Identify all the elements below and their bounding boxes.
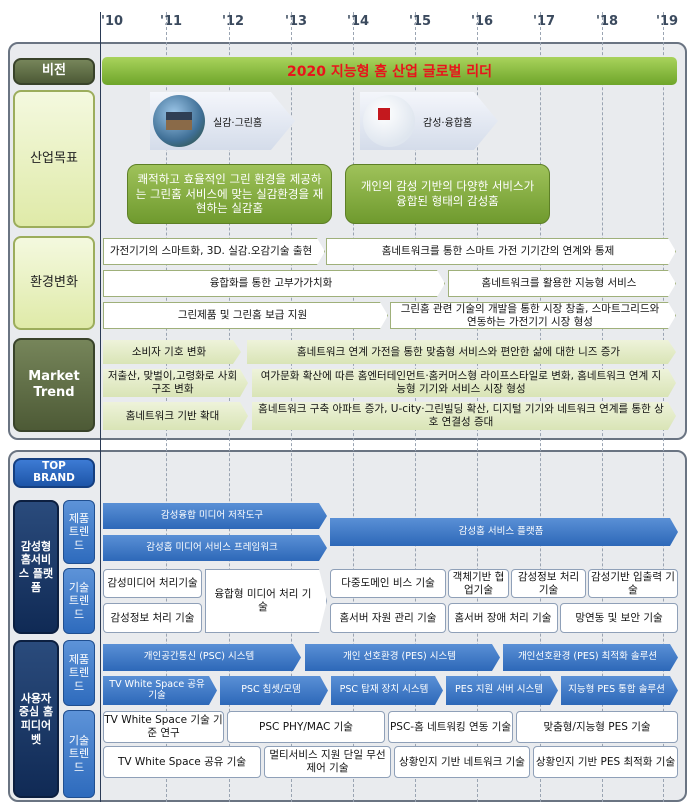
emotion-tech-item: 객체기반 협업기술: [448, 569, 509, 598]
market-trend-item: 여가문화 확산에 따른 홈엔터테인먼트·홈커머스형 라이프스타일로 변화, 홈네…: [252, 369, 676, 397]
emotion-tech-item: 감성정보 처리 기술: [103, 603, 202, 633]
user-platform-label: 사용자 중심 홈피디어벳: [13, 640, 59, 798]
year-label: '18: [596, 14, 619, 29]
user-tech-item: TV White Space 기술 기준 연구: [103, 711, 224, 743]
top-brand-line: TOP: [42, 460, 66, 473]
user-product-item: PES 지원 서버 시스템: [446, 676, 558, 705]
emotion-tech-item: 홈서버 자원 관리 기술: [330, 603, 446, 633]
user-tech-item: 맞춤형/지능형 PES 기술: [516, 711, 678, 743]
greenhome-arrow-label: 실감·그린홈: [213, 117, 263, 129]
market-trend-item: 홈네트워크 연계 가전을 통한 맞춤형 서비스와 편안한 삶에 대한 니즈 증가: [247, 340, 676, 364]
user-product-item: 개인선호환경 (PES) 최적화 솔루션: [503, 644, 678, 671]
user-tech-item: 멀티서비스 지원 단일 무선 제어 기술: [264, 746, 391, 778]
emotion-tech-item: 다중도메인 비스 기술: [330, 569, 446, 598]
user-tech-item: PSC-홈 네트워킹 연동 기술: [388, 711, 513, 743]
emotion-tech-item: 감성기반 입출력 기술: [588, 569, 678, 598]
top-brand-line: BRAND: [33, 472, 75, 484]
user-tech-item: TV White Space 공유 기술: [103, 746, 261, 778]
env-change-item: 홈네트워크를 활용한 지능형 서비스: [448, 270, 676, 297]
user-tech-trend-label: 기술 트렌드: [63, 710, 95, 798]
year-label: '10: [101, 14, 124, 29]
emotion-tech-item: 감성정보 처리 기술: [511, 569, 586, 598]
env-change-item: 그린제품 및 그린홈 보급 지원: [103, 302, 388, 329]
market-trend-label-line: Market: [28, 368, 80, 384]
greenhome-arrow: 실감·그린홈: [150, 92, 295, 150]
year-label: '14: [347, 14, 370, 29]
market-trend-label-line: Trend: [33, 385, 75, 400]
emotion-product-item: 감성융합 미디어 저작도구: [103, 503, 327, 529]
user-tech-item: 상황인지 기반 PES 최적화 기술: [533, 746, 678, 778]
emotion-tech-item: 감성미디어 처리기술: [103, 569, 202, 598]
emotionhome-arrow-label: 감성·융합홈: [423, 117, 473, 129]
emotion-product-item: 감성홈 미디어 서비스 프레임워크: [103, 535, 327, 561]
env-change-label: 환경변화: [13, 236, 95, 330]
emotion-product-trend-label: 제품 트렌드: [63, 500, 95, 564]
industry-goal-label: 산업목표: [13, 90, 95, 228]
emotion-tech-trend-label: 기술 트렌드: [63, 568, 95, 634]
user-product-item: 개인 선호환경 (PES) 시스템: [305, 644, 500, 671]
year-label: '11: [160, 14, 183, 29]
env-change-item: 융합화를 통한 고부가가치화: [103, 270, 445, 297]
user-product-item: 개인공간통신 (PSC) 시스템: [103, 644, 301, 671]
emotion-image-icon: [363, 95, 415, 147]
year-label: '15: [409, 14, 432, 29]
year-label: '13: [285, 14, 308, 29]
year-label: '19: [656, 14, 679, 29]
vision-bar: 2020 지능형 홈 산업 글로벌 리더: [102, 57, 677, 85]
emotion-tech-item: 융합형 미디어 처리 기술: [205, 569, 327, 633]
year-label: '17: [533, 14, 556, 29]
year-label: '12: [222, 14, 245, 29]
market-trend-item: 홈네트워크 구축 아파트 증가, U-city·그린빌딩 확산, 디지털 기기와…: [252, 402, 676, 430]
market-trend-item: 홈네트워크 기반 확대: [103, 402, 248, 430]
emotion-product-item: 감성홈 서비스 플랫폼: [330, 518, 678, 546]
env-change-item: 홈네트워크를 통한 스마트 가전 기기간의 연계와 통제: [326, 238, 676, 265]
user-tech-item: PSC PHY/MAC 기술: [227, 711, 385, 743]
env-change-item: 그린홈 관련 기술의 개발을 통한 시장 창출, 스마트그리드와 연동하는 가전…: [390, 302, 676, 329]
year-label: '16: [471, 14, 494, 29]
market-trend-label: Market Trend: [13, 338, 95, 432]
user-product-item: PSC 탑재 장치 시스템: [331, 676, 443, 705]
emotion-platform-label: 감성형 홈서비스 플랫폼: [13, 500, 59, 634]
user-product-trend-label: 제품 트렌드: [63, 640, 95, 706]
greenhome-description: 쾌적하고 효율적인 그린 환경을 제공하는 그린홈 서비스에 맞는 실감환경을 …: [127, 164, 332, 224]
user-product-item: 지능형 PES 통합 솔루션: [561, 676, 678, 705]
emotion-tech-item: 홈서버 장애 처리 기술: [448, 603, 558, 633]
vision-label: 비전: [13, 58, 95, 85]
emotion-tech-item: 망연동 및 보안 기술: [560, 603, 678, 633]
user-product-item: PSC 칩셋/모뎀: [220, 676, 328, 705]
env-change-item: 가전기기의 스마트화, 3D. 실감.오감기술 출현: [103, 238, 325, 265]
user-tech-item: 상황인지 기반 네트워크 기술: [394, 746, 530, 778]
user-product-item: TV White Space 공유 기술: [103, 676, 217, 705]
top-brand-label: TOP BRAND: [13, 458, 95, 488]
emotionhome-arrow: 감성·융합홈: [360, 92, 498, 150]
house-image-icon: [153, 95, 205, 147]
market-trend-item: 저출산, 맞벌이,고령화로 사회구조 변화: [103, 369, 248, 397]
market-trend-item: 소비자 기호 변화: [103, 340, 241, 364]
emotionhome-description: 개인의 감성 기반의 다양한 서비스가 융합된 형태의 감성홈: [345, 164, 550, 224]
